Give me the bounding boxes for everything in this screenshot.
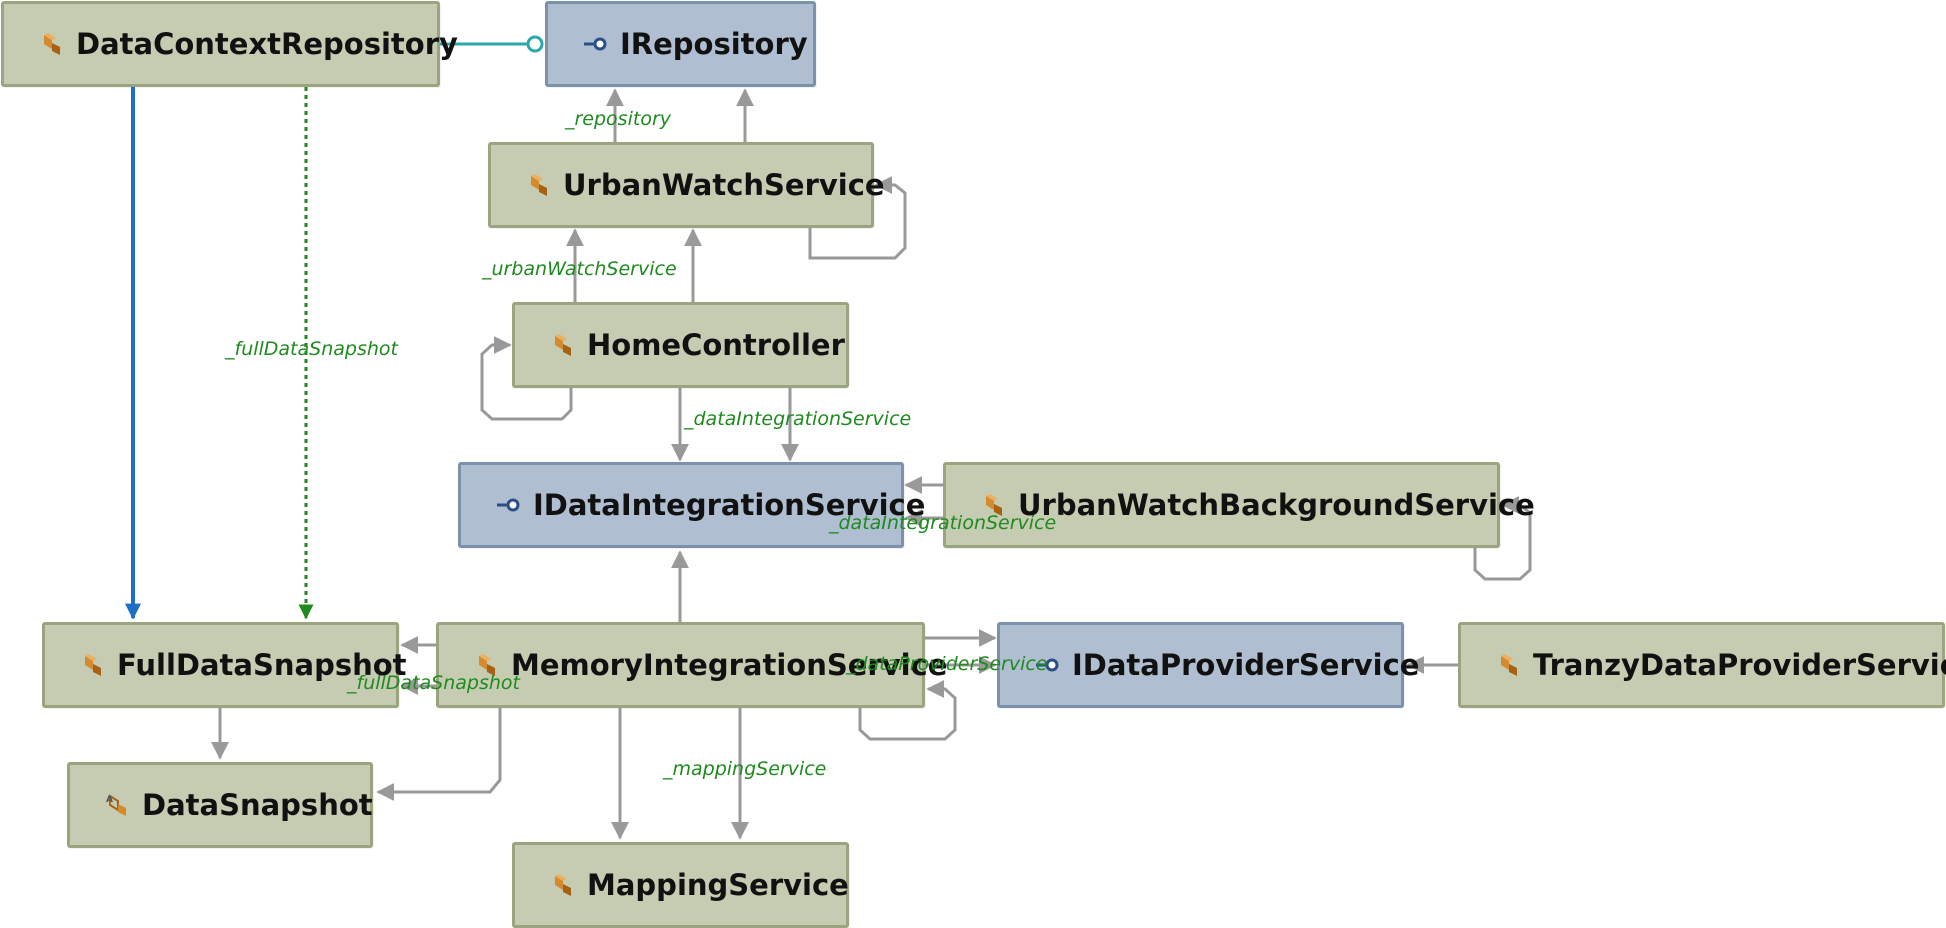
node-label: UrbanWatchService (563, 168, 885, 202)
node-label: DataSnapshot (142, 788, 373, 822)
edge-label-full-data-snapshot-mem: _fullDataSnapshot (347, 672, 520, 694)
node-label: IDataIntegrationService (533, 488, 926, 522)
node-urban-watch-background-service[interactable]: UrbanWatchBackgroundService (943, 462, 1535, 548)
class-icon (986, 494, 1002, 516)
node-data-snapshot[interactable]: A DataSnapshot (67, 762, 373, 848)
node-label: TranzyDataProviderService (1533, 648, 1946, 682)
node-idata-integration-service[interactable]: IDataIntegrationService (458, 462, 925, 548)
edge-label-repository: _repository (565, 108, 671, 130)
edge-memory-datasnapshot (376, 708, 502, 801)
node-home-controller[interactable]: HomeController (512, 302, 849, 388)
edge-label-urban-watch-service: _urbanWatchService (482, 258, 677, 280)
class-icon (44, 33, 60, 55)
svg-text:A: A (106, 795, 113, 805)
edge-home-self (480, 336, 573, 421)
edge-memory-self (858, 680, 957, 741)
node-irepository[interactable]: IRepository (545, 1, 816, 87)
edge-label-data-integration-service-bg: _dataIntegrationService (829, 512, 1057, 534)
node-idata-provider-service[interactable]: IDataProviderService (997, 622, 1419, 708)
interface-icon (497, 498, 520, 512)
lollipop-irepository (526, 35, 544, 53)
node-label: IRepository (620, 27, 808, 61)
class-icon (555, 874, 571, 896)
class-icon (85, 654, 101, 676)
node-tranzy-data-provider-service[interactable]: TranzyDataProviderService (1458, 622, 1946, 708)
class-icon (1501, 654, 1517, 676)
class-icon (479, 654, 495, 676)
node-label: DataContextRepository (76, 27, 458, 61)
edge-label-data-integration-service-home: _dataIntegrationService (684, 408, 912, 430)
node-label: MemoryIntegrationService (511, 648, 948, 682)
node-label: IDataProviderService (1072, 648, 1420, 682)
node-urban-watch-service[interactable]: UrbanWatchService (488, 142, 885, 228)
edge-label-mapping-service: _mappingService (663, 758, 827, 780)
class-icon (555, 334, 571, 356)
class-icon (531, 174, 547, 196)
node-memory-integration-service[interactable]: MemoryIntegrationService (436, 622, 947, 708)
node-label: UrbanWatchBackgroundService (1018, 488, 1535, 522)
node-label: FullDataSnapshot (117, 648, 407, 682)
edge-bg-self (1473, 496, 1532, 581)
node-full-data-snapshot[interactable]: FullDataSnapshot (42, 622, 407, 708)
node-data-context-repository[interactable]: DataContextRepository (1, 1, 458, 87)
node-label: HomeController (587, 328, 845, 362)
edge-urbanwatch-self (808, 176, 907, 260)
interface-icon (1036, 658, 1059, 672)
node-label: MappingService (587, 868, 849, 902)
edge-label-full-data-snapshot-dashed: _fullDataSnapshot (225, 338, 398, 360)
interface-icon (584, 37, 607, 51)
abstract-class-icon: A (106, 794, 126, 816)
node-mapping-service[interactable]: MappingService (512, 842, 849, 928)
edge-label-data-provider-service: _dataProviderService (846, 653, 1048, 675)
